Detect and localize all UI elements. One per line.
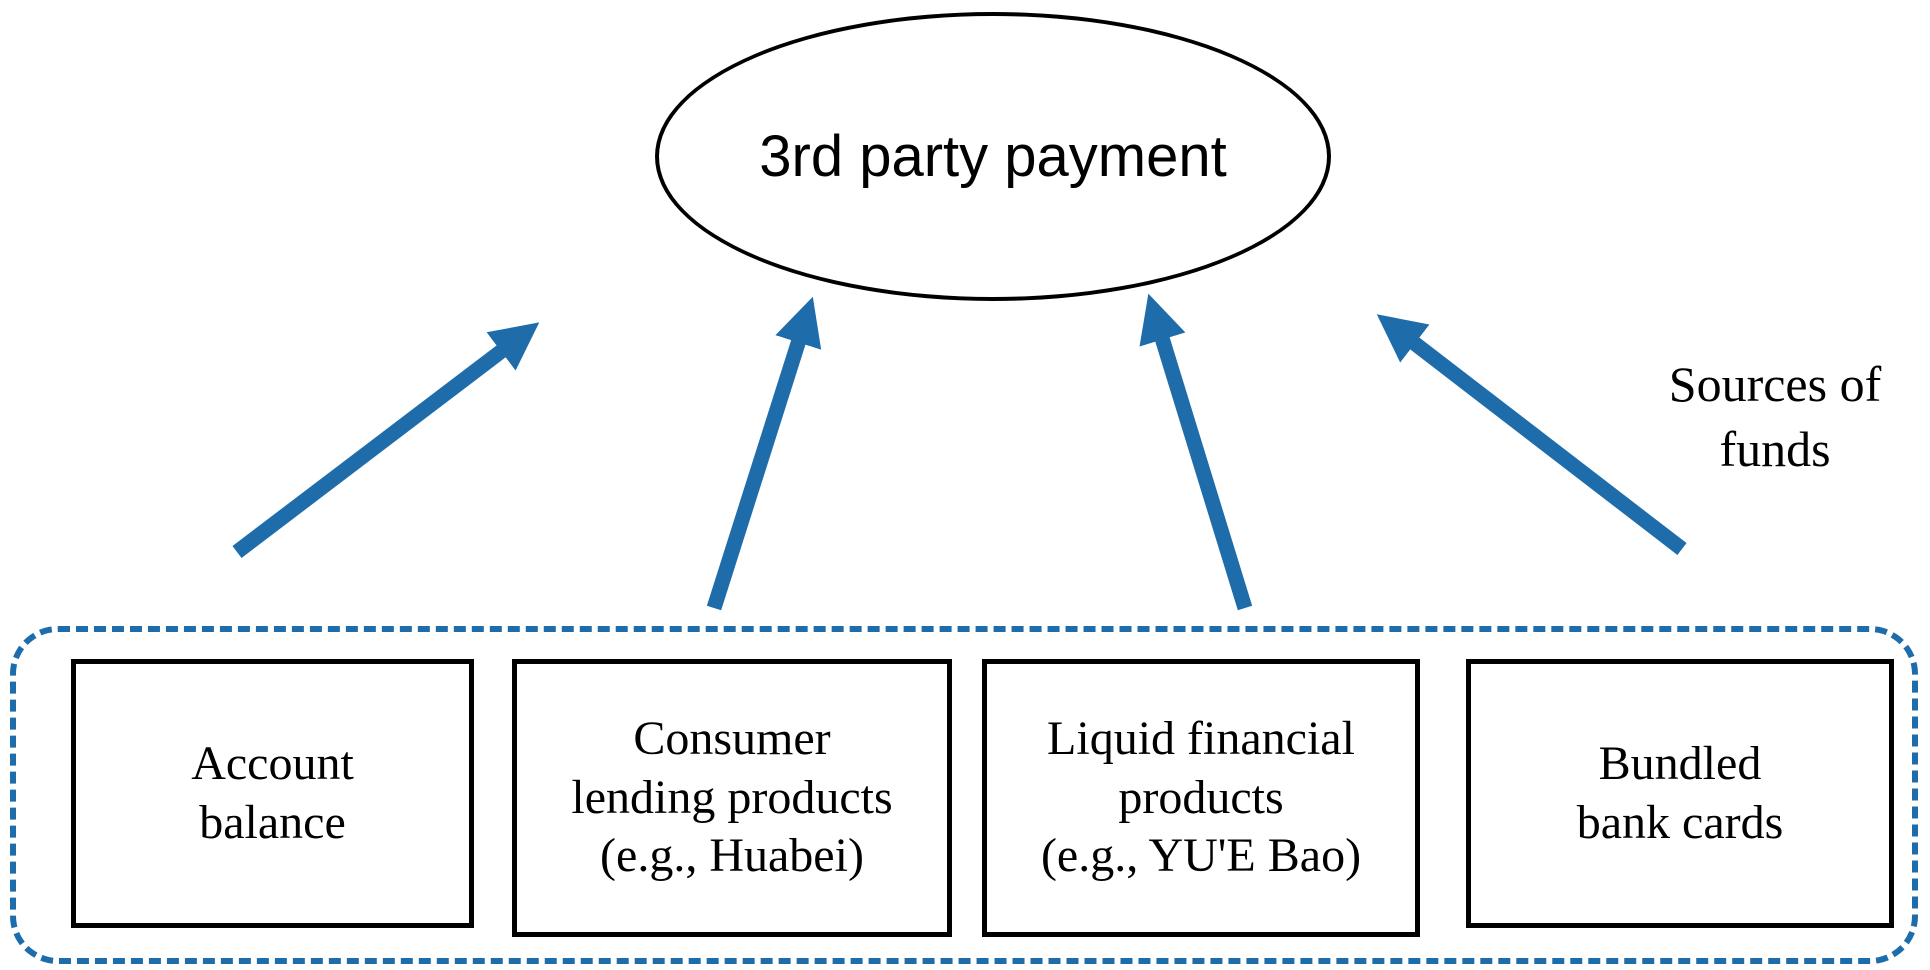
- liquid-financial-label: Liquid financial products (e.g., YU'E Ba…: [1040, 712, 1362, 883]
- consumer-lending-label: Consumer lending products (e.g., Huabei): [571, 712, 893, 883]
- third-party-payment-label: 3rd party payment: [759, 124, 1227, 189]
- arrow-account-balance: [232, 322, 540, 558]
- arrow-consumer-lending: [706, 296, 822, 611]
- arrow-liquid-financial: [1139, 293, 1253, 611]
- account-balance-box: Account balance: [71, 659, 474, 928]
- third-party-payment-node: 3rd party payment: [655, 12, 1331, 301]
- consumer-lending-box: Consumer lending products (e.g., Huabei): [512, 659, 952, 937]
- sources-of-funds-caption: Sources of funds: [1668, 356, 1882, 477]
- liquid-financial-box: Liquid financial products (e.g., YU'E Ba…: [982, 659, 1420, 937]
- bundled-bank-cards-box: Bundled bank cards: [1466, 659, 1894, 928]
- account-balance-label: Account balance: [191, 736, 354, 849]
- bundled-bank-cards-label: Bundled bank cards: [1576, 736, 1784, 849]
